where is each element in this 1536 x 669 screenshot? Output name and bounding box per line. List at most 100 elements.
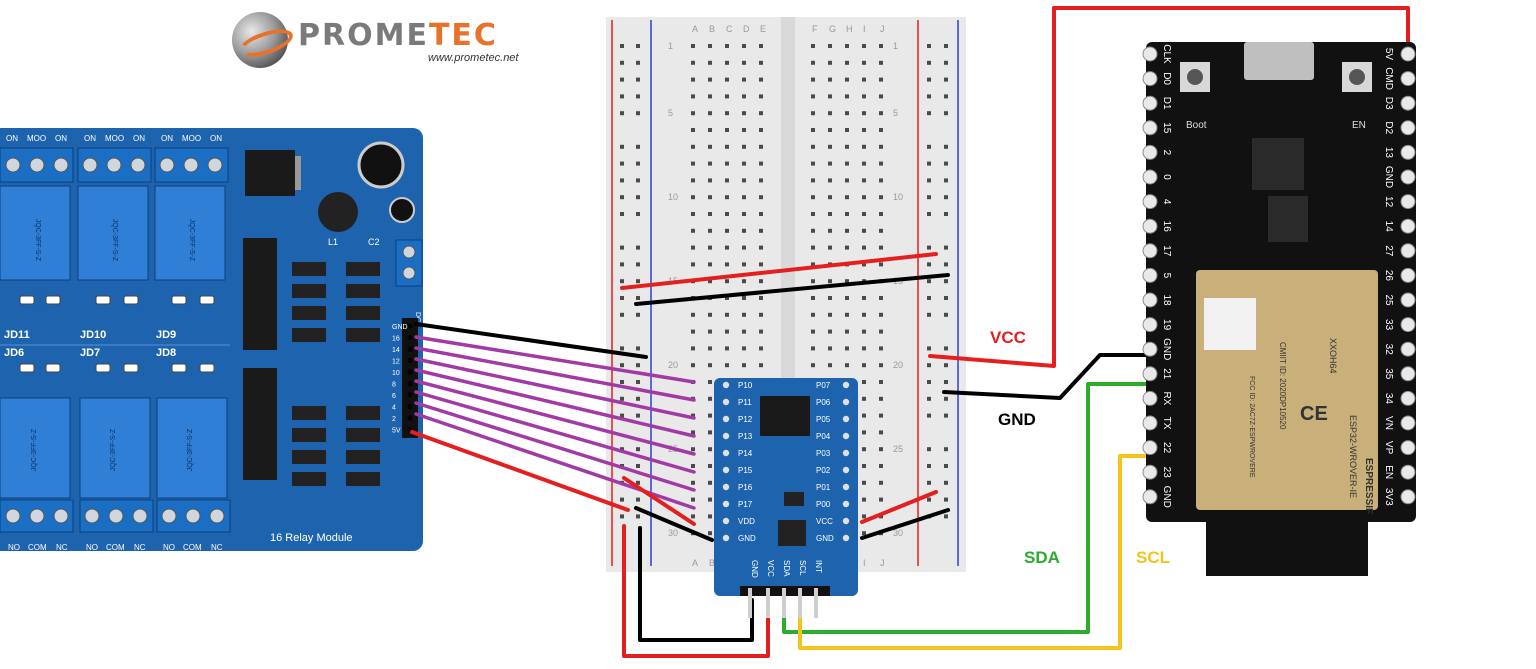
ic-chip-bottom (243, 368, 277, 480)
breadboard-hole (927, 60, 931, 65)
breadboard-hole (862, 464, 866, 468)
breadboard-hole (845, 228, 849, 233)
breadboard-hole (691, 144, 695, 149)
breadboard-hole (691, 497, 695, 502)
regulator-chip (1268, 196, 1308, 242)
breadboard-hole (636, 161, 640, 166)
breadboard-hole (620, 77, 624, 82)
header-pin-label: GND (392, 324, 408, 331)
breadboard-hole (742, 262, 746, 267)
expander-pin (842, 534, 850, 542)
breadboard-hole (708, 312, 712, 317)
esp32-pin (1142, 415, 1158, 431)
breadboard-hole (879, 363, 883, 368)
terminal-label: ON (161, 134, 173, 143)
breadboard-hole (879, 111, 883, 116)
relay-header (402, 318, 418, 438)
breadboard-hole (927, 312, 931, 317)
esp32-pin-label: 3V3 (1383, 488, 1394, 506)
breadboard-hole (879, 430, 883, 435)
breadboard-hole (879, 464, 883, 468)
breadboard-hole (691, 195, 695, 200)
breadboard-hole (691, 312, 695, 317)
esp32-pin-label: GND (1161, 486, 1172, 508)
breadboard-hole (636, 262, 640, 267)
esp32-pin-label: 5 (1161, 273, 1172, 279)
rail-jumper-gnd (634, 273, 950, 306)
breadboard-hole (862, 413, 866, 418)
breadboard-hole (759, 94, 763, 99)
expander-pin (722, 534, 730, 542)
breadboard-hole (811, 111, 815, 116)
breadboard-hole (725, 111, 729, 116)
breadboard-hole (862, 228, 866, 233)
breadboard-hole (708, 480, 712, 485)
breadboard-hole (828, 346, 832, 351)
breadboard-hole (811, 346, 815, 351)
breadboard-hole (879, 447, 883, 452)
breadboard-hole (708, 363, 712, 368)
breadboard-hole (742, 111, 746, 116)
breadboard-hole (944, 480, 948, 485)
esp32-pin-label: VP (1383, 441, 1394, 455)
breadboard-hole (845, 279, 849, 284)
breadboard-hole (879, 262, 883, 267)
breadboard-hole (620, 94, 624, 99)
module-id: CMIIT ID: 2020DP10520 (1278, 342, 1287, 430)
terminal-label: NO (86, 543, 98, 552)
breadboard-hole (879, 396, 883, 401)
breadboard-hole (927, 44, 931, 48)
breadboard-hole (811, 195, 815, 200)
expander-pin-label: P01 (816, 483, 831, 492)
expander-pin (842, 500, 850, 508)
esp32-pin-label: 25 (1383, 294, 1394, 306)
esp32-pin-label: 12 (1383, 196, 1394, 208)
breadboard-column-label: C (726, 24, 733, 34)
terminal-label: COM (183, 543, 202, 552)
breadboard-hole (828, 312, 832, 317)
esp32-pin (1142, 317, 1158, 333)
esp32-pin (1142, 194, 1158, 210)
header-pin (407, 357, 413, 364)
breadboard-hole (725, 178, 729, 183)
expander-pin-label: P02 (816, 466, 831, 475)
relay-model-text: JQC-3FF-S-Z (188, 219, 195, 262)
breadboard-row-label: 1 (893, 41, 898, 51)
breadboard-hole (927, 497, 931, 502)
breadboard-column-label: B (709, 24, 715, 34)
breadboard-hole (944, 296, 948, 300)
breadboard-hole (811, 128, 815, 132)
esp32-pin-label: 2 (1161, 150, 1172, 156)
breadboard-hole (708, 245, 712, 250)
capacitor-label: C2 (368, 237, 380, 247)
breadboard-hole (879, 144, 883, 149)
breadboard-hole (879, 329, 883, 334)
module-chip-text: XXOH64 (1328, 338, 1338, 374)
breadboard-hole (862, 346, 866, 351)
expander-bottom-pin-label: SDA (782, 560, 791, 577)
breadboard-hole (828, 228, 832, 233)
breadboard-hole (828, 195, 832, 200)
breadboard-hole (927, 396, 931, 401)
channel-label: JD11 (4, 329, 30, 341)
logo-text: PROMETEC (298, 18, 498, 53)
breadboard-column-label: J (880, 24, 885, 34)
esp32-right-pins (1400, 46, 1416, 505)
terminal-label: ON (210, 134, 222, 143)
breadboard-hole (862, 111, 866, 116)
breadboard-hole (828, 128, 832, 132)
usb-uart-chip (1252, 138, 1304, 190)
esp32-pin (1142, 366, 1158, 382)
breadboard-hole (708, 228, 712, 233)
breadboard-hole (862, 531, 866, 536)
breadboard-hole (927, 161, 931, 166)
breadboard-hole (862, 161, 866, 166)
breadboard-hole (742, 128, 746, 132)
esp32-pin-label: 15 (1161, 122, 1172, 134)
breadboard-hole (862, 128, 866, 132)
breadboard-hole (944, 497, 948, 502)
breadboard-hole (811, 60, 815, 65)
breadboard-hole (879, 312, 883, 317)
